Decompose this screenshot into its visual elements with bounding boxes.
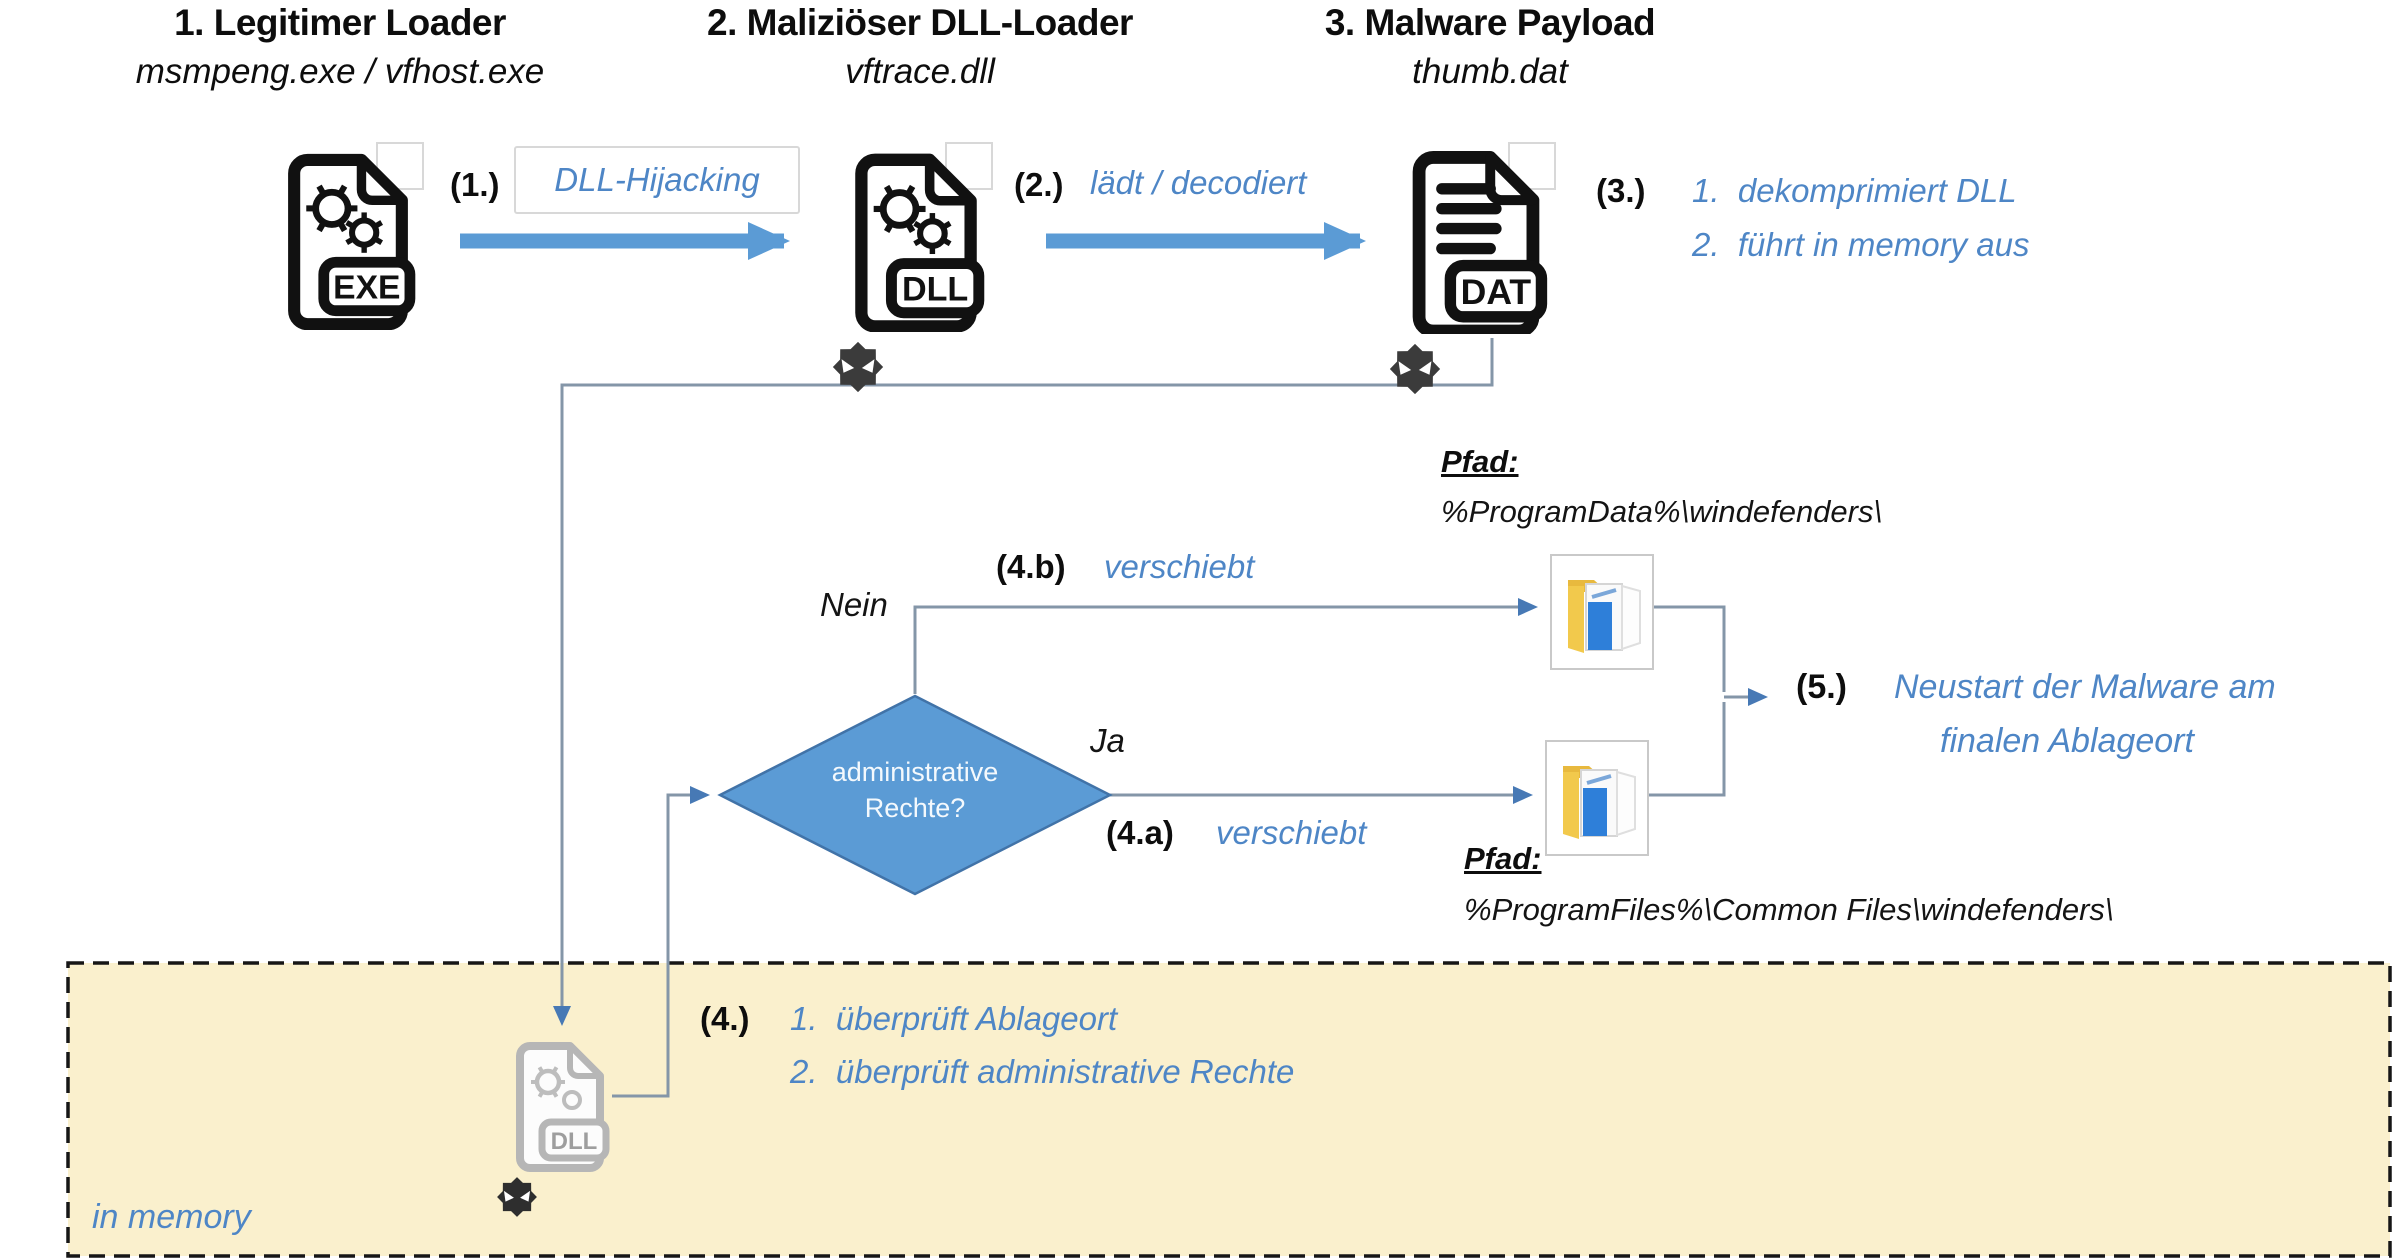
step1-text: DLL-Hijacking [554, 161, 760, 198]
stage-malicious-dll-loader: 2. Maliziöser DLL-Loader vftrace.dll [630, 2, 1210, 92]
exe-badge: EXE [333, 270, 400, 307]
step4b-label: (4.b) [996, 548, 1066, 585]
step5-line2: finalen Ablageort [1940, 722, 2194, 760]
exe-file-icon: EXE [278, 142, 424, 330]
malware-face-icon [497, 1177, 537, 1217]
in-memory-region-box [66, 961, 2392, 1258]
stage2-title: 2. Maliziöser DLL-Loader [707, 2, 1133, 43]
decision-diamond [717, 694, 1113, 896]
programfiles-path-value: %ProgramFiles%\Common Files\windefenders… [1464, 892, 2114, 927]
step5-label: (5.) [1796, 668, 1847, 706]
gear-icon [531, 1066, 565, 1098]
step4-label: (4.) [700, 1000, 750, 1037]
malware-face-icon [1389, 343, 1441, 395]
document-lines-icon [1436, 183, 1502, 255]
connector-folder2-out [1645, 702, 1726, 797]
stage3-filename: thumb.dat [1412, 52, 1568, 91]
step3-item-1: 1. dekomprimiert DLL [1692, 172, 2017, 209]
step3-label: (3.) [1596, 172, 1646, 209]
gear-icon [913, 213, 952, 255]
step4-item-1: 1. überprüft Ablageort [790, 1000, 1118, 1037]
stage1-title: 1. Legitimer Loader [174, 2, 506, 43]
decision-question: administrative Rechte? [831, 757, 999, 823]
step4-item-2: 2. überprüft administrative Rechte [790, 1053, 1295, 1090]
step2-text: lädt / decodiert [1090, 164, 1307, 201]
icon-corner-decoration [945, 142, 993, 190]
dll-file-icon: DLL [832, 142, 993, 393]
dll-badge: DLL [902, 270, 968, 308]
connector-no-branch [913, 598, 1538, 694]
in-memory-caption: in memory [92, 1198, 251, 1236]
gear-icon [873, 184, 926, 234]
stage1-filename: msmpeng.exe / vfhost.exe [135, 52, 545, 91]
in-memory-dll-badge: DLL [551, 1128, 598, 1155]
programfiles-path-label: Pfad: [1464, 841, 1542, 876]
in-memory-dll-icon: DLL [497, 1036, 612, 1217]
programfiles-folder-icon [1545, 740, 1649, 856]
step4a-text: verschiebt [1216, 814, 1367, 851]
step1-text-box: DLL-Hijacking [514, 146, 800, 214]
stage-legitimate-loader: 1. Legitimer Loader msmpeng.exe / vfhost… [30, 2, 650, 92]
decision-no-label: Nein [820, 586, 888, 623]
programdata-folder-icon [1550, 554, 1654, 670]
step2-label: (2.) [1014, 166, 1064, 203]
stage2-filename: vftrace.dll [845, 52, 995, 91]
dat-file-icon: DAT [1389, 142, 1556, 395]
step4a-label: (4.a) [1106, 814, 1174, 851]
stage-malware-payload: 3. Malware Payload thumb.dat [1205, 2, 1775, 92]
connector-folder1-out [1650, 605, 1726, 692]
gear-icon [345, 212, 383, 253]
icon-corner-decoration [1508, 142, 1556, 190]
step4b-text: verschiebt [1104, 548, 1255, 585]
programdata-path-label: Pfad: [1441, 444, 1519, 479]
step3-item-2: 2. führt in memory aus [1692, 226, 2030, 263]
decision-yes-label: Ja [1090, 722, 1125, 759]
step1-label: (1.) [450, 166, 500, 203]
programdata-path-value: %ProgramData%\windefenders\ [1441, 494, 1883, 529]
connector-memory-to-decision [612, 786, 710, 1098]
gear-icon [306, 184, 358, 233]
connector-payload-to-memory [553, 338, 1494, 1026]
malware-face-icon [832, 341, 884, 393]
dat-badge: DAT [1461, 272, 1532, 312]
gear-icon [562, 1090, 582, 1110]
stage3-title: 3. Malware Payload [1324, 2, 1656, 43]
step5-line1: Neustart der Malware am [1894, 668, 2276, 706]
